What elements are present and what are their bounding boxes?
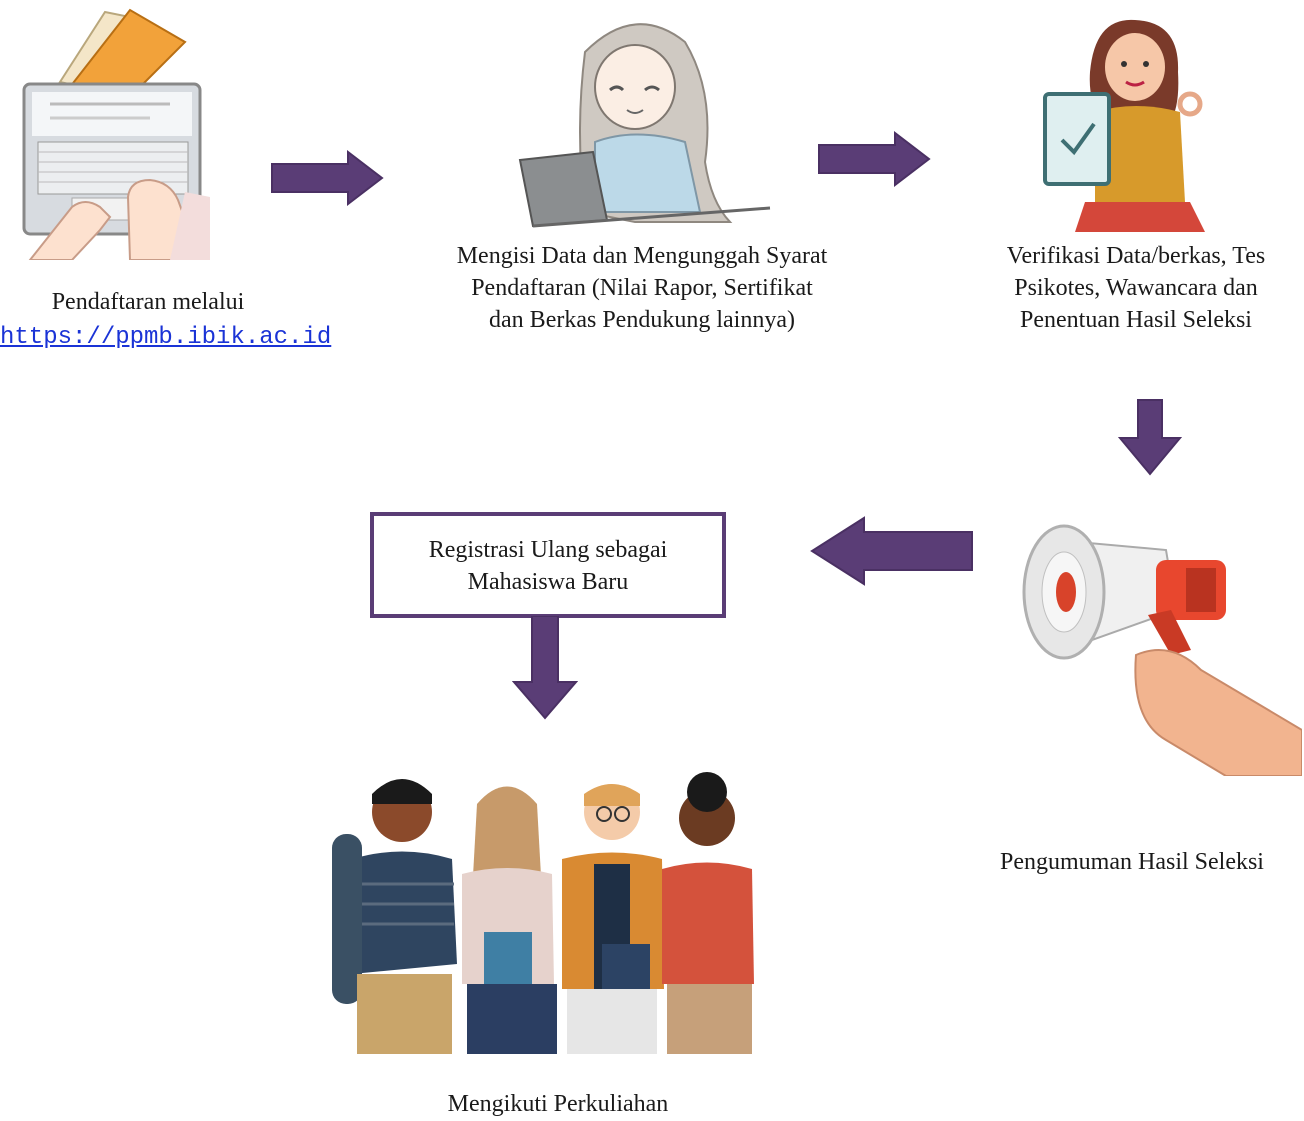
verify-caption: Verifikasi Data/berkas, Tes Psikotes, Wa… xyxy=(968,240,1304,336)
announce-caption: Pengumuman Hasil Seleksi xyxy=(1000,849,1264,875)
woman-checklist-illustration xyxy=(1040,12,1208,232)
reregister-box: Registrasi Ulang sebagai Mahasiswa Baru xyxy=(370,512,726,618)
verify-caption-line-3: Penentuan Hasil Seleksi xyxy=(1020,307,1252,333)
laptop-typing-illustration xyxy=(10,2,210,260)
arrow-right-icon xyxy=(270,150,385,206)
register-caption: Pendaftaran melalui xyxy=(51,289,245,315)
reregister-caption-line-1: Registrasi Ulang sebagai xyxy=(428,537,668,563)
verify-caption-line-2: Psikotes, Wawancara dan xyxy=(1014,275,1258,301)
upload-caption-line-2: Pendaftaran (Nilai Rapor, Sertifikat xyxy=(471,275,813,301)
megaphone-illustration xyxy=(996,480,1302,776)
ppmb-link[interactable]: https://ppmb.ibik.ac.id xyxy=(0,324,332,351)
arrow-down-icon xyxy=(512,616,578,720)
arrow-down-icon xyxy=(1118,398,1182,476)
upload-caption-line-1: Mengisi Data dan Mengunggah Syarat xyxy=(456,243,828,269)
students-group-illustration xyxy=(322,764,758,1054)
upload-caption: Mengisi Data dan Mengunggah Syarat Penda… xyxy=(408,240,876,336)
arrow-left-icon xyxy=(808,516,974,586)
arrow-right-icon xyxy=(817,131,932,187)
reregister-caption-line-2: Mahasiswa Baru xyxy=(467,569,629,595)
verify-caption-line-1: Verifikasi Data/berkas, Tes xyxy=(1006,243,1266,269)
girl-laptop-illustration xyxy=(515,12,771,230)
lecture-caption: Mengikuti Perkuliahan xyxy=(447,1091,669,1117)
upload-caption-line-3: dan Berkas Pendukung lainnya) xyxy=(489,307,795,333)
